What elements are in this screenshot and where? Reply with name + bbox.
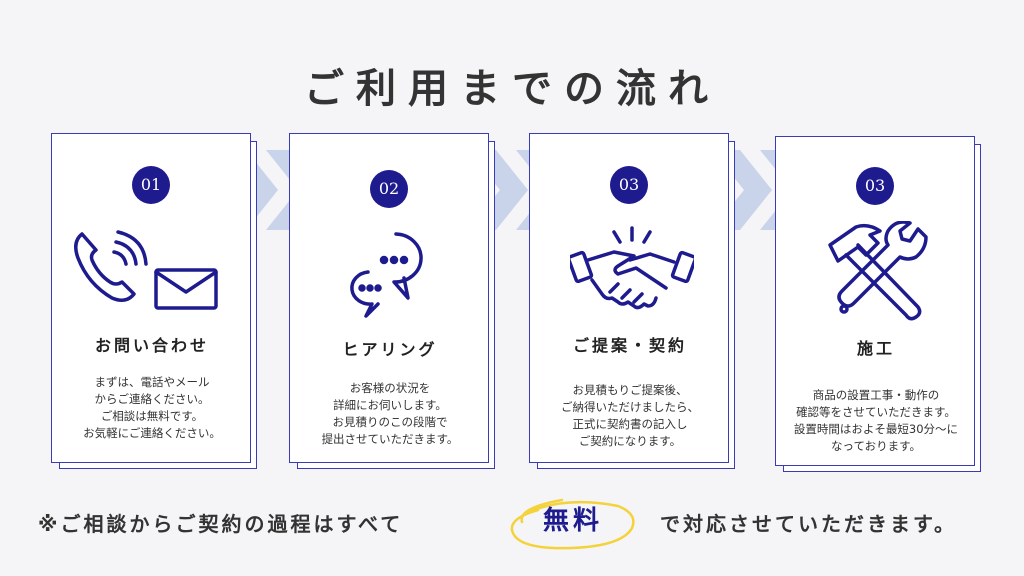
hammer-wrench-icon — [822, 221, 932, 325]
step-card-3: 03 ご提案・契約 お見積もりご提案後、 ご納得いただけましたら、 正式に契約書… — [529, 133, 735, 469]
free-text: 無料 — [542, 506, 603, 536]
step-description: お見積もりご提案後、 ご納得いただけましたら、 正式に契約書の記入し ご契約にな… — [561, 383, 699, 448]
step-description: 商品の設置工事・動作の 確認等をさせていただきます。 設置時間はおよそ最短30分… — [793, 388, 959, 453]
step-card-2: 02 ヒアリング お客様の状況を 詳細にお伺いします。 お見積りのこの段階で 提… — [289, 133, 495, 469]
free-highlight: 無料 — [508, 494, 638, 554]
step-title: ヒアリング — [342, 340, 438, 359]
chevron-arrow-icon — [468, 150, 528, 230]
step-number-badge: 03 — [610, 166, 648, 204]
footer-note: ※ご相談からご契約の過程はすべて 無料 で対応させていただきます。 — [0, 498, 1024, 550]
step-title: お問い合わせ — [94, 336, 209, 355]
page-title: ご利用までの流れ — [304, 66, 720, 112]
step-description: まずは、電話やメール からご連絡ください。 ご相談は無料です。 お気軽にご連絡く… — [83, 375, 221, 440]
footer-prefix: ※ご相談からご契約の過程はすべて — [38, 512, 404, 536]
step-card-1: 01 お問い合わせ まずは、電話やメール からご連絡ください。 ご相談は無料です… — [51, 133, 257, 469]
step-title: ご提案・契約 — [572, 336, 687, 355]
step-title: 施工 — [856, 339, 895, 358]
step-description: お客様の状況を 詳細にお伺いします。 お見積りのこの段階で 提出させていただきま… — [321, 381, 459, 446]
phone-and-envelope-icon — [70, 222, 230, 312]
step-number-badge: 02 — [370, 170, 408, 208]
speech-bubbles-icon — [348, 230, 438, 320]
step-number-badge: 03 — [856, 167, 894, 205]
step-card-4: 03 施工 商品の設置工事・動作の 確認等をさせていただきます。 設置時間はおよ… — [775, 136, 981, 472]
step-number-badge: 01 — [132, 166, 170, 204]
chevron-arrow-icon — [712, 150, 772, 230]
footer-suffix: で対応させていただきます。 — [660, 512, 957, 536]
handshake-icon — [570, 224, 694, 318]
